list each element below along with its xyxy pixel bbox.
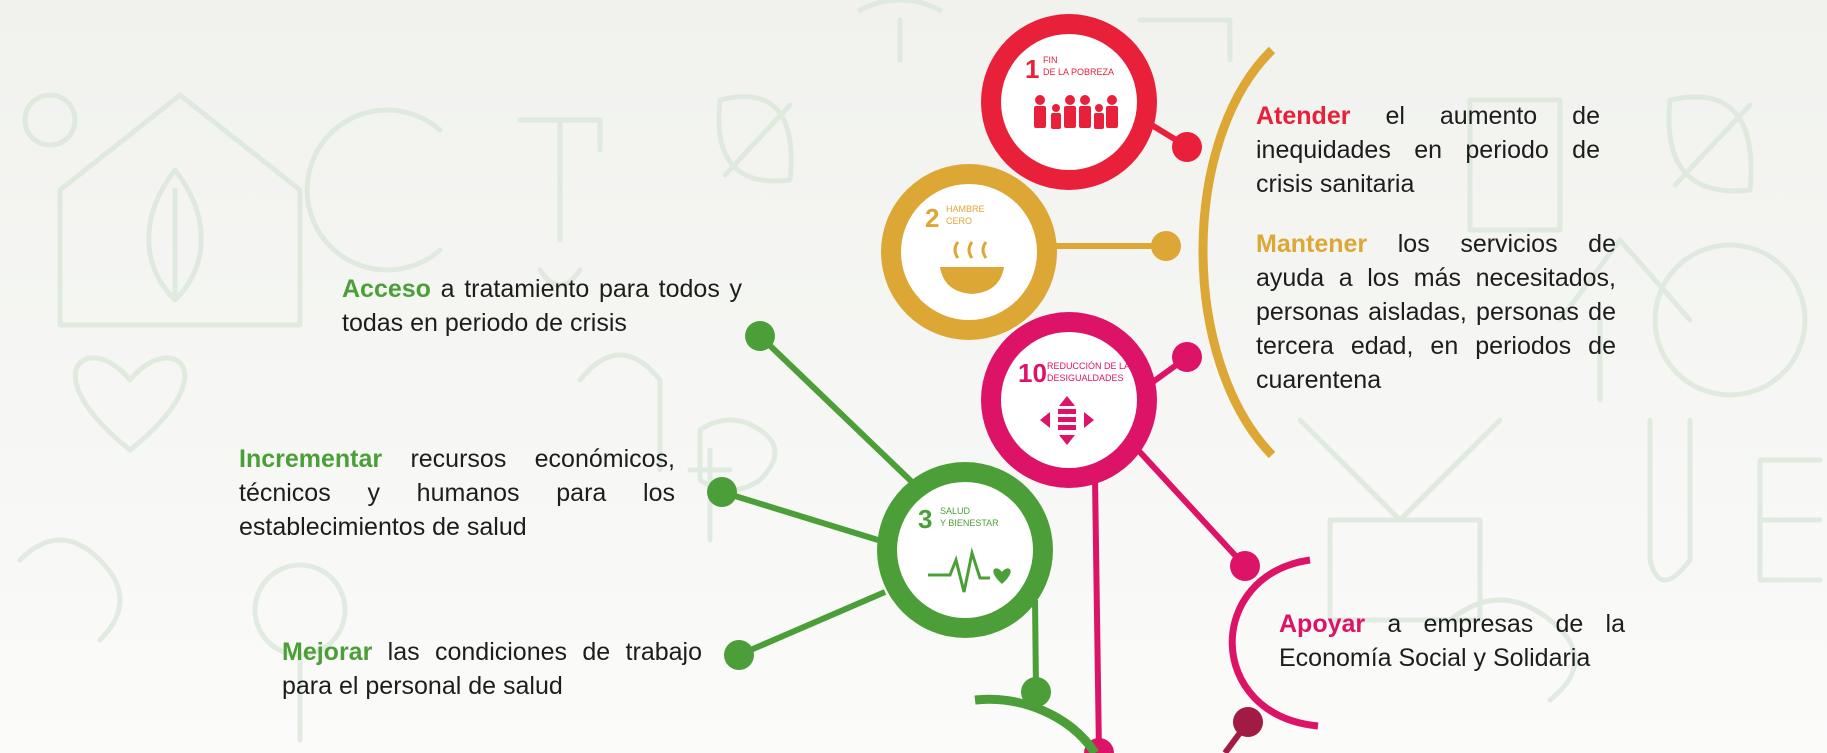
wave-doodle-icon [17,537,123,643]
equality-arrows-icon [1040,396,1094,445]
statement-acceso-keyword: Acceso [342,275,431,303]
sdg-10-label-line2: DESIGUALDADES [1047,373,1124,383]
umbrella-doodle-icon [577,352,663,473]
statement-mantener-keyword: Mantener [1256,230,1368,258]
thermometer-doodle-icon [1647,417,1693,583]
sdg-1-label-line1: FIN [1043,55,1058,65]
sdg-2-badge: 2 HAMBRE CERO [881,164,1057,340]
sdg-1-badge: 1 FIN DE LA POBREZA [981,14,1157,190]
green-connector-dot-down [1021,677,1051,707]
green-connector-line-acceso [757,333,915,485]
statement-apoyar: Apoyar a empresas de la Economía Social … [1279,607,1625,675]
sdg-2-number: 2 [925,203,939,233]
sdg-3-badge: 3 SALUD Y BIENESTAR [877,462,1053,638]
red-connector-dot [1172,132,1202,162]
statement-incrementar-keyword: Incrementar [239,445,383,473]
green-bracket-arc [974,694,1099,753]
gold-connector-dot [1151,231,1181,261]
wave-doodle-icon [1447,597,1578,703]
sdg-10-number: 10 [1018,358,1047,388]
box-doodle-icon [1137,17,1233,63]
statement-incrementar: Incrementar recursos económicos, técnico… [239,442,675,544]
heartbeat-icon [928,547,1011,593]
statement-mejorar-keyword: Mejorar [282,638,373,666]
heart-doodle-icon [72,355,188,453]
sdg-10-label-line1: REDUCCIÓN DE LAS [1047,361,1136,371]
statement-incrementar-text: recursos económicos, técnicos y humanos … [239,445,675,541]
statement-atender-keyword: Atender [1256,102,1351,130]
magenta-connector-line-vertical [1092,477,1102,753]
statement-acceso-text: a tratamiento para todos y todas en peri… [342,275,742,337]
magenta-connector-line-diagonal [1135,447,1247,568]
leaf-doodle-icon [1666,94,1754,194]
statement-mejorar: Mejorar las condiciones de trabajo para … [282,635,702,703]
green-connector-dot-incrementar [707,477,737,507]
faucet-doodle-icon [517,117,603,288]
sdg-1-number: 1 [1025,54,1039,84]
food-bowl-icon [940,241,1004,294]
recycle-doodle-icon [304,107,443,273]
circle-doodle-icon [1652,242,1808,398]
green-connector-line-incrementar [721,489,879,543]
gold-bracket-arc [1198,46,1276,459]
green-connector-dot-acceso [745,321,775,351]
dark-red-connector-dot [1233,707,1263,737]
green-connector-dot-mejorar [724,640,754,670]
sdg-2-label-line2: CERO [946,216,972,226]
sdg-3-label-line1: SALUD [940,506,971,516]
house-doodle-icon [57,92,303,328]
sdg-3-label-line2: Y BIENESTAR [940,518,999,528]
sdg-2-label-line1: HAMBRE [946,204,985,214]
magenta-connector-dot-upper [1172,342,1202,372]
sdg-3-number: 3 [918,504,932,534]
statement-atender: Atender el aumento de inequidades en per… [1256,99,1600,201]
green-connector-line-down [1032,599,1039,691]
background-doodles [17,0,1823,743]
magenta-bracket-arc [1228,556,1319,730]
house-doodle-icon [1297,417,1503,623]
pot-doodle-icon [857,0,943,63]
green-connector-line-mejorar [737,589,887,658]
eco-doodle-icon [1757,457,1823,583]
statement-mantener-text: los servicios de ayuda a los más necesit… [1256,230,1616,394]
circle-doodle-icon [22,92,78,148]
statement-apoyar-keyword: Apoyar [1279,610,1366,638]
family-icon [1034,95,1118,129]
sdg-10-badge: 10 REDUCCIÓN DE LAS DESIGUALDADES [981,312,1157,488]
leaf-doodle-icon [716,94,794,184]
box-doodle-icon [1467,97,1563,233]
sdg-1-label-line2: DE LA POBREZA [1043,67,1114,77]
leaf-doodle-icon [146,167,204,303]
statement-mejorar-text: las condiciones de trabajo para el perso… [282,638,702,700]
statement-atender-text: el aumento de inequidades en periodo de … [1256,102,1600,198]
statement-acceso: Acceso a tratamiento para todos y todas … [342,272,742,340]
arrow-doodle-icon [1557,237,1693,403]
statement-apoyar-text: a empresas de la Economía Social y Solid… [1279,610,1625,672]
statement-mantener: Mantener los servicios de ayuda a los má… [1256,227,1616,397]
magenta-connector-dot-lower [1230,551,1260,581]
